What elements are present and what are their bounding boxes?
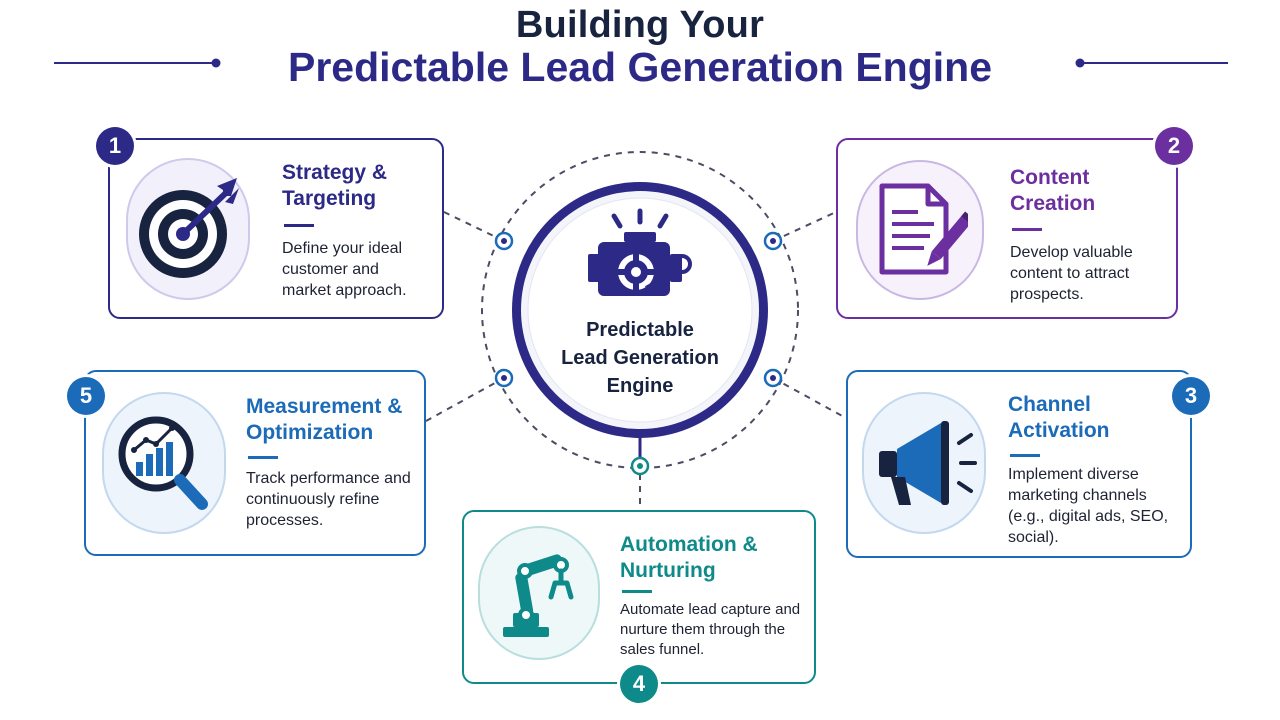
step-title: Automation & Nurturing: [620, 533, 758, 582]
step-number-badge-2: 2: [1155, 127, 1193, 165]
step-icon-circle: [862, 392, 986, 534]
step-icon-circle: [126, 158, 250, 300]
title-underline: [1010, 454, 1040, 457]
title-underline: [248, 456, 278, 459]
title-line-1: Building Your: [515, 4, 765, 46]
step-title: Strategy & Targeting: [282, 161, 388, 210]
step-number-badge-1: 1: [96, 127, 134, 165]
step-description: Automate lead capture and nurture them t…: [620, 601, 801, 658]
step-card-strategy[interactable]: Strategy & Targeting Define your ideal c…: [108, 138, 444, 319]
hub-label: Predictable Lead Generation Engine: [561, 319, 719, 397]
step-title: Channel Activation: [1008, 393, 1110, 442]
title-underline: [622, 590, 652, 593]
step-description: Define your ideal customer and market ap…: [282, 240, 407, 299]
step-title: Content Creation: [1010, 166, 1096, 215]
step-number-badge-3: 3: [1172, 377, 1210, 415]
step-card-channel[interactable]: Channel Activation Implement diverse mar…: [846, 370, 1192, 558]
megaphone-icon: [879, 421, 977, 505]
step-description: Develop valuable content to attract pros…: [1010, 244, 1133, 303]
step-title: Measurement & Optimization: [246, 395, 403, 444]
title-line-2: Predictable Lead Generation Engine: [287, 44, 992, 90]
title-underline: [1012, 228, 1042, 231]
document-pen-icon: [879, 183, 968, 275]
step-icon-circle: [102, 392, 226, 534]
step-number-badge-5: 5: [67, 377, 105, 415]
magnifier-chart-icon: [118, 416, 208, 510]
target-arrow-icon: [139, 178, 239, 278]
robotic-arm-icon: [503, 554, 574, 637]
step-card-automation[interactable]: Automation & Nurturing Automate lead cap…: [462, 510, 816, 684]
step-description: Implement diverse marketing channels (e.…: [1008, 466, 1169, 546]
step-card-content[interactable]: Content Creation Develop valuable conten…: [836, 138, 1178, 319]
title-underline: [284, 224, 314, 227]
engine-gear-icon: [588, 208, 692, 296]
step-icon-circle: [478, 526, 600, 660]
step-description: Track performance and continuously refin…: [246, 470, 411, 529]
step-card-measurement[interactable]: Measurement & Optimization Track perform…: [84, 370, 426, 556]
step-number-badge-4: 4: [620, 665, 658, 703]
step-icon-circle: [856, 160, 984, 300]
